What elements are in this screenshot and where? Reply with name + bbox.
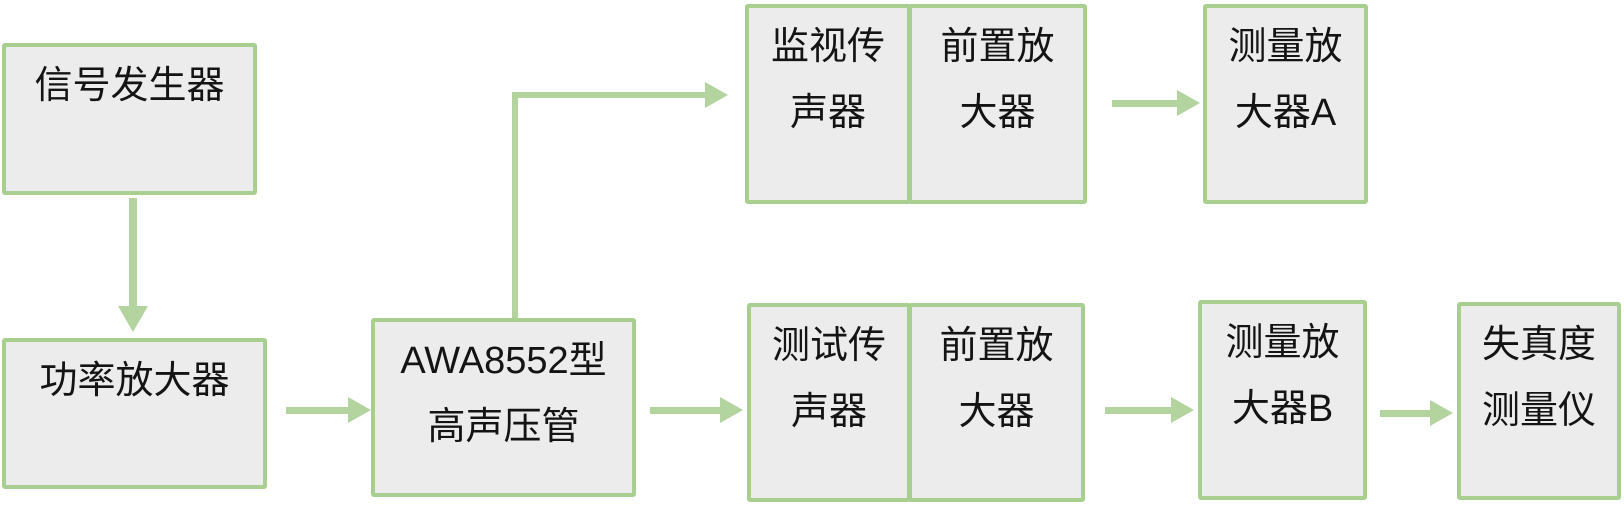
box-test-microphone-line2: 声器 xyxy=(790,391,867,433)
arrow-awa-to-testmic-head xyxy=(720,397,743,423)
connector-awa-to-monitor-head xyxy=(705,82,728,108)
box-test-microphone-line1: 测试传 xyxy=(771,325,886,367)
arrow-amp-b-to-distortion-shaft xyxy=(1380,410,1430,417)
box-awa8552-tube-line1: AWA8552型 xyxy=(400,340,607,382)
box-signal-generator-label: 信号发生器 xyxy=(34,65,225,107)
box-measuring-amplifier-a-line1: 测量放 xyxy=(1228,26,1343,68)
connector-awa-to-monitor-horizontal xyxy=(512,92,705,98)
box-preamplifier-top-line2: 大器 xyxy=(959,92,1036,134)
box-measuring-amplifier-b-line1: 测量放 xyxy=(1225,322,1340,364)
box-distortion-meter-line2: 测量仪 xyxy=(1481,390,1596,432)
arrow-signal-to-power-head xyxy=(118,306,148,332)
arrow-awa-to-testmic-shaft xyxy=(650,407,720,414)
box-distortion-meter-line1: 失真度 xyxy=(1481,324,1596,366)
box-measuring-amplifier-a-line2: 大器A xyxy=(1234,92,1337,134)
box-signal-generator: 信号发生器 xyxy=(2,43,257,195)
box-measuring-amplifier-b-line2: 大器B xyxy=(1231,388,1334,430)
box-test-microphone: 测试传 声器 xyxy=(747,303,911,502)
arrow-amp-b-to-distortion-head xyxy=(1430,400,1453,426)
arrow-preamp-to-amp-a-shaft xyxy=(1112,100,1177,107)
box-monitor-microphone: 监视传 声器 xyxy=(745,4,911,204)
box-monitor-microphone-line1: 监视传 xyxy=(770,26,885,68)
box-monitor-microphone-line2: 声器 xyxy=(789,92,866,134)
box-preamplifier-bottom-line1: 前置放 xyxy=(939,325,1054,367)
box-preamplifier-top: 前置放 大器 xyxy=(908,4,1087,204)
box-distortion-meter: 失真度 测量仪 xyxy=(1457,302,1621,500)
box-preamplifier-top-line1: 前置放 xyxy=(940,26,1055,68)
box-awa8552-tube: AWA8552型 高声压管 xyxy=(371,318,636,497)
box-preamplifier-bottom-line2: 大器 xyxy=(958,391,1035,433)
arrow-power-to-awa-shaft xyxy=(286,407,348,414)
arrow-preamp-to-amp-b-shaft xyxy=(1105,407,1171,414)
box-preamplifier-bottom: 前置放 大器 xyxy=(908,303,1085,502)
arrow-signal-to-power-shaft xyxy=(129,198,137,306)
arrow-power-to-awa-head xyxy=(348,397,371,423)
box-power-amplifier-label: 功率放大器 xyxy=(39,360,230,402)
arrow-preamp-to-amp-b-head xyxy=(1171,397,1194,423)
arrow-preamp-to-amp-a-head xyxy=(1177,90,1200,116)
box-measuring-amplifier-a: 测量放 大器A xyxy=(1203,4,1368,204)
box-power-amplifier: 功率放大器 xyxy=(2,338,267,489)
box-measuring-amplifier-b: 测量放 大器B xyxy=(1198,300,1367,500)
box-awa8552-tube-line2: 高声压管 xyxy=(427,406,580,448)
connector-awa-to-monitor-vertical xyxy=(512,92,518,318)
